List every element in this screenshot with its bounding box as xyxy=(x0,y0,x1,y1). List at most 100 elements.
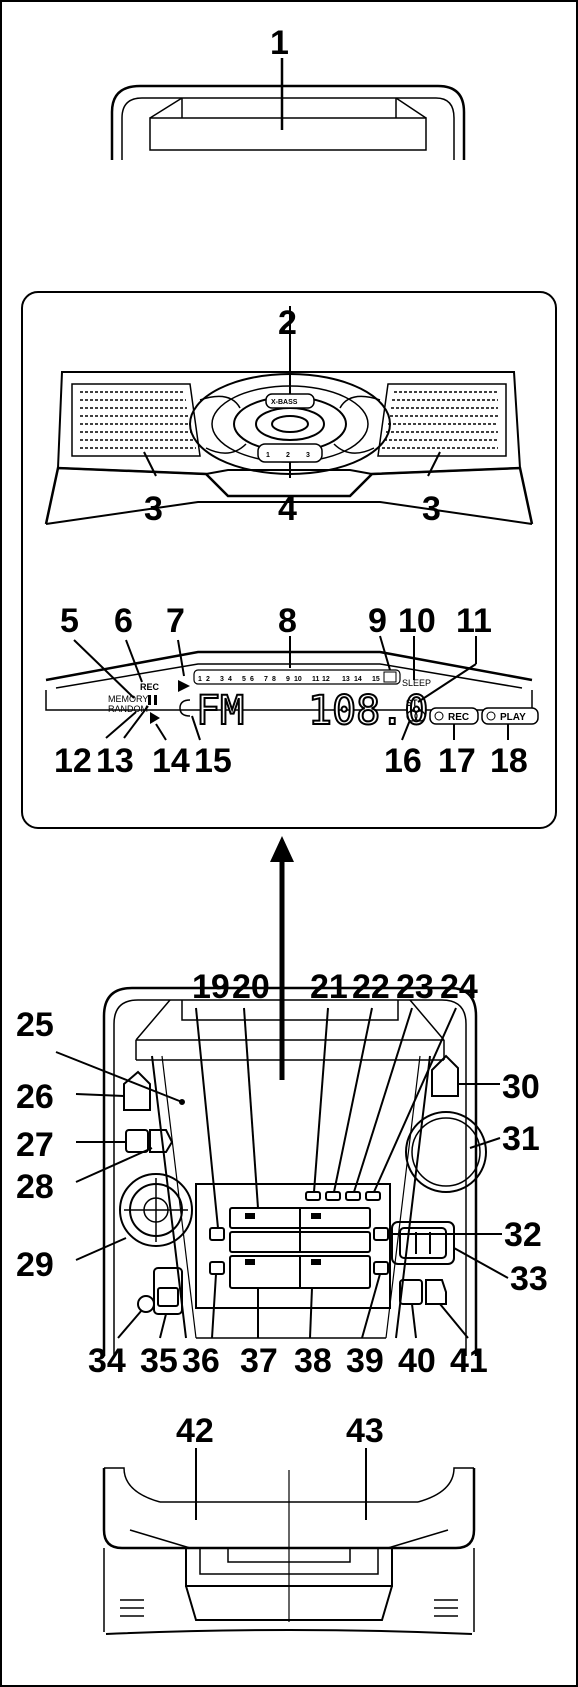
callout-4: 4 xyxy=(278,490,297,528)
track-14: 14 xyxy=(354,676,362,683)
track-10: 10 xyxy=(294,676,302,683)
button-23 xyxy=(345,1191,361,1201)
track-13: 13 xyxy=(342,676,350,683)
callout-9: 9 xyxy=(368,602,387,640)
main-unit-drawing xyxy=(102,986,478,1356)
callout-3-right: 3 xyxy=(422,490,441,528)
display-leaders xyxy=(73,306,509,741)
callout-19: 19 xyxy=(192,968,230,1006)
display-detail-box xyxy=(21,291,557,829)
callout-39: 39 xyxy=(346,1342,384,1380)
callout-37: 37 xyxy=(240,1342,278,1380)
band-readout: FM xyxy=(196,688,244,734)
callout-8: 8 xyxy=(278,602,297,640)
callout-14: 14 xyxy=(152,742,190,780)
track-15: 15 xyxy=(372,676,380,683)
callout-36: 36 xyxy=(182,1342,220,1380)
track-7: 7 xyxy=(264,676,268,683)
callout-32: 32 xyxy=(504,1216,542,1254)
callout-40: 40 xyxy=(398,1342,436,1380)
track-11: 11 xyxy=(312,676,320,683)
top-tray-drawing xyxy=(110,84,466,160)
button-33 xyxy=(391,1221,455,1265)
stereo-indicator: ST xyxy=(406,698,418,708)
button-41 xyxy=(425,1279,447,1305)
rec-indicator: REC xyxy=(140,682,160,692)
right-controls xyxy=(391,1054,487,1305)
callout-21: 21 xyxy=(310,968,348,1006)
play-timer-label: PLAY xyxy=(500,712,526,723)
track-5: 5 xyxy=(242,676,246,683)
callout-15: 15 xyxy=(194,742,232,780)
track-8: 8 xyxy=(272,676,276,683)
callout-41: 41 xyxy=(450,1342,488,1380)
volume-knob xyxy=(405,1111,487,1193)
timer-icon xyxy=(434,711,444,721)
xbass-label: X-BASS xyxy=(271,399,298,406)
unit-leaders xyxy=(55,1007,509,1339)
zoom-arrow-head xyxy=(270,836,294,862)
button-30 xyxy=(431,1054,459,1097)
stereo-icon-left xyxy=(406,710,418,722)
track-4: 4 xyxy=(228,676,232,683)
deck-tag-1: 1 xyxy=(266,452,270,459)
track-bar: 1 2 3 4 5 6 7 8 9 10 11 12 13 14 15 xyxy=(193,669,401,685)
pause-icon-bar1 xyxy=(148,695,151,705)
callout-1: 1 xyxy=(270,24,289,62)
track-12: 12 xyxy=(322,676,330,683)
callout-5: 5 xyxy=(60,602,79,640)
callout-11: 11 xyxy=(456,602,492,640)
callout-12: 12 xyxy=(54,742,92,780)
callout-38: 38 xyxy=(294,1342,332,1380)
callout-35: 35 xyxy=(140,1342,178,1380)
callout-34: 34 xyxy=(88,1342,126,1380)
button-19 xyxy=(209,1227,225,1241)
jog-dial xyxy=(119,1173,193,1247)
button-24 xyxy=(365,1191,381,1201)
left-grille xyxy=(71,383,201,457)
pause-icon-bar2 xyxy=(154,695,157,705)
callout-7: 7 xyxy=(166,602,185,640)
callout-42: 42 xyxy=(176,1412,214,1450)
stereo-icon-right xyxy=(414,710,426,722)
button-40 xyxy=(399,1279,423,1305)
memory-indicator: MEMORY xyxy=(108,694,148,704)
callout-29: 29 xyxy=(16,1246,54,1284)
random-indicator: RANDOM xyxy=(108,704,148,714)
callout-6: 6 xyxy=(114,602,133,640)
callout-25: 25 xyxy=(16,1006,54,1044)
callout-2: 2 xyxy=(278,304,297,342)
callout-27: 27 xyxy=(16,1126,54,1164)
play-icon xyxy=(150,712,160,724)
play-indicator-icon xyxy=(178,680,190,692)
track-3: 3 xyxy=(220,676,224,683)
headphone-jack xyxy=(137,1295,155,1313)
timer-icon xyxy=(486,711,496,721)
track-9: 9 xyxy=(286,676,290,683)
right-grille xyxy=(377,383,507,457)
track-2: 2 xyxy=(206,676,210,683)
button-36 xyxy=(209,1261,225,1275)
callout-33: 33 xyxy=(510,1260,548,1298)
callout-23: 23 xyxy=(396,968,434,1006)
callout-43: 43 xyxy=(346,1412,384,1450)
callout-16: 16 xyxy=(384,742,422,780)
callout-30: 30 xyxy=(502,1068,540,1106)
callout-10: 10 xyxy=(398,602,436,640)
button-21 xyxy=(305,1191,321,1201)
callout-17: 17 xyxy=(438,742,476,780)
callout-18: 18 xyxy=(490,742,528,780)
button-35 xyxy=(153,1267,183,1315)
track-6: 6 xyxy=(250,676,254,683)
track-1: 1 xyxy=(198,676,202,683)
button-39 xyxy=(373,1261,389,1275)
callout-13: 13 xyxy=(96,742,134,780)
rec-timer-label: REC xyxy=(448,712,469,723)
left-controls xyxy=(119,1070,193,1315)
callout-26: 26 xyxy=(16,1078,54,1116)
callout-20: 20 xyxy=(232,968,270,1006)
repeat-icon xyxy=(179,699,191,717)
